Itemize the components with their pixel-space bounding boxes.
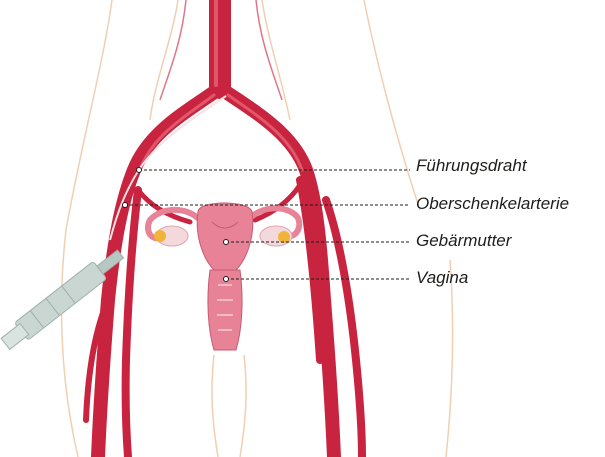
uterus-body bbox=[197, 203, 253, 270]
left-fibroid bbox=[154, 230, 166, 242]
right-fibroid bbox=[278, 231, 290, 243]
inner-left-branch bbox=[126, 190, 138, 457]
reproductive-organs bbox=[148, 203, 299, 350]
uterus-label: Gebärmutter bbox=[416, 231, 511, 251]
left-iliac-artery bbox=[98, 88, 220, 457]
uterine-artery-left bbox=[138, 190, 190, 222]
vagina-label: Vagina bbox=[416, 268, 468, 288]
leader-lines bbox=[125, 170, 410, 279]
vagina-body bbox=[208, 270, 242, 350]
guidewire-label: Führungsdraht bbox=[416, 156, 527, 176]
femoral-artery-label: Oberschenkelarterie bbox=[416, 194, 569, 214]
